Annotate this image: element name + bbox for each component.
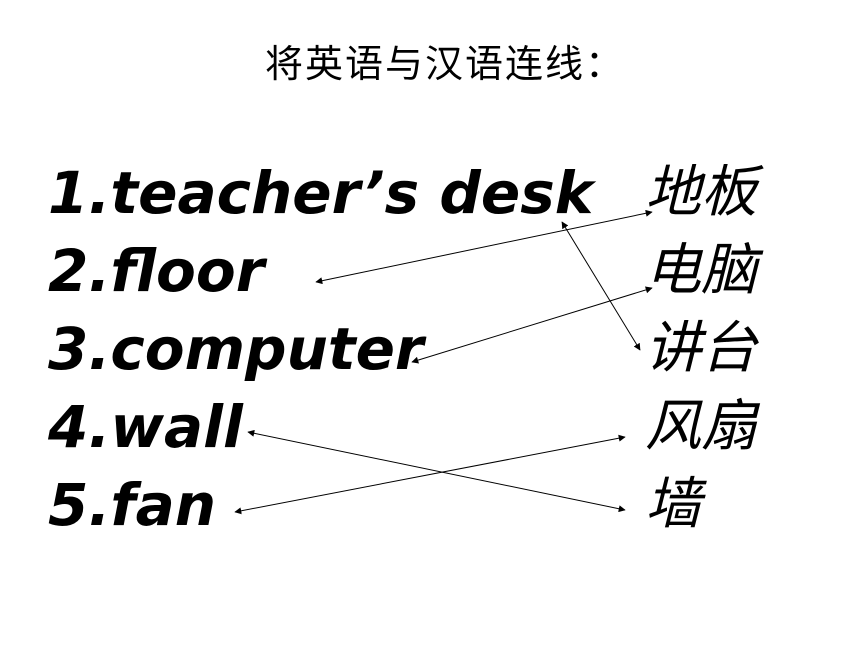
english-word-5: 5.fan — [48, 471, 217, 539]
chinese-word-1: 地板 — [645, 160, 757, 225]
match-line-2 — [315, 209, 653, 285]
page-title: 将英语与汉语连线： — [264, 42, 625, 86]
chinese-word-2: 电脑 — [645, 238, 757, 303]
english-word-3: 3.computer — [48, 315, 424, 383]
english-word-4: 4.wall — [48, 393, 243, 461]
match-line-3 — [411, 286, 653, 364]
chinese-word-3: 讲台 — [645, 316, 757, 381]
chinese-word-5: 墙 — [645, 472, 701, 537]
chinese-word-4: 风扇 — [645, 394, 757, 459]
match-line-5 — [234, 434, 626, 515]
english-word-2: 2.floor — [48, 237, 265, 305]
match-line-1 — [561, 221, 641, 351]
